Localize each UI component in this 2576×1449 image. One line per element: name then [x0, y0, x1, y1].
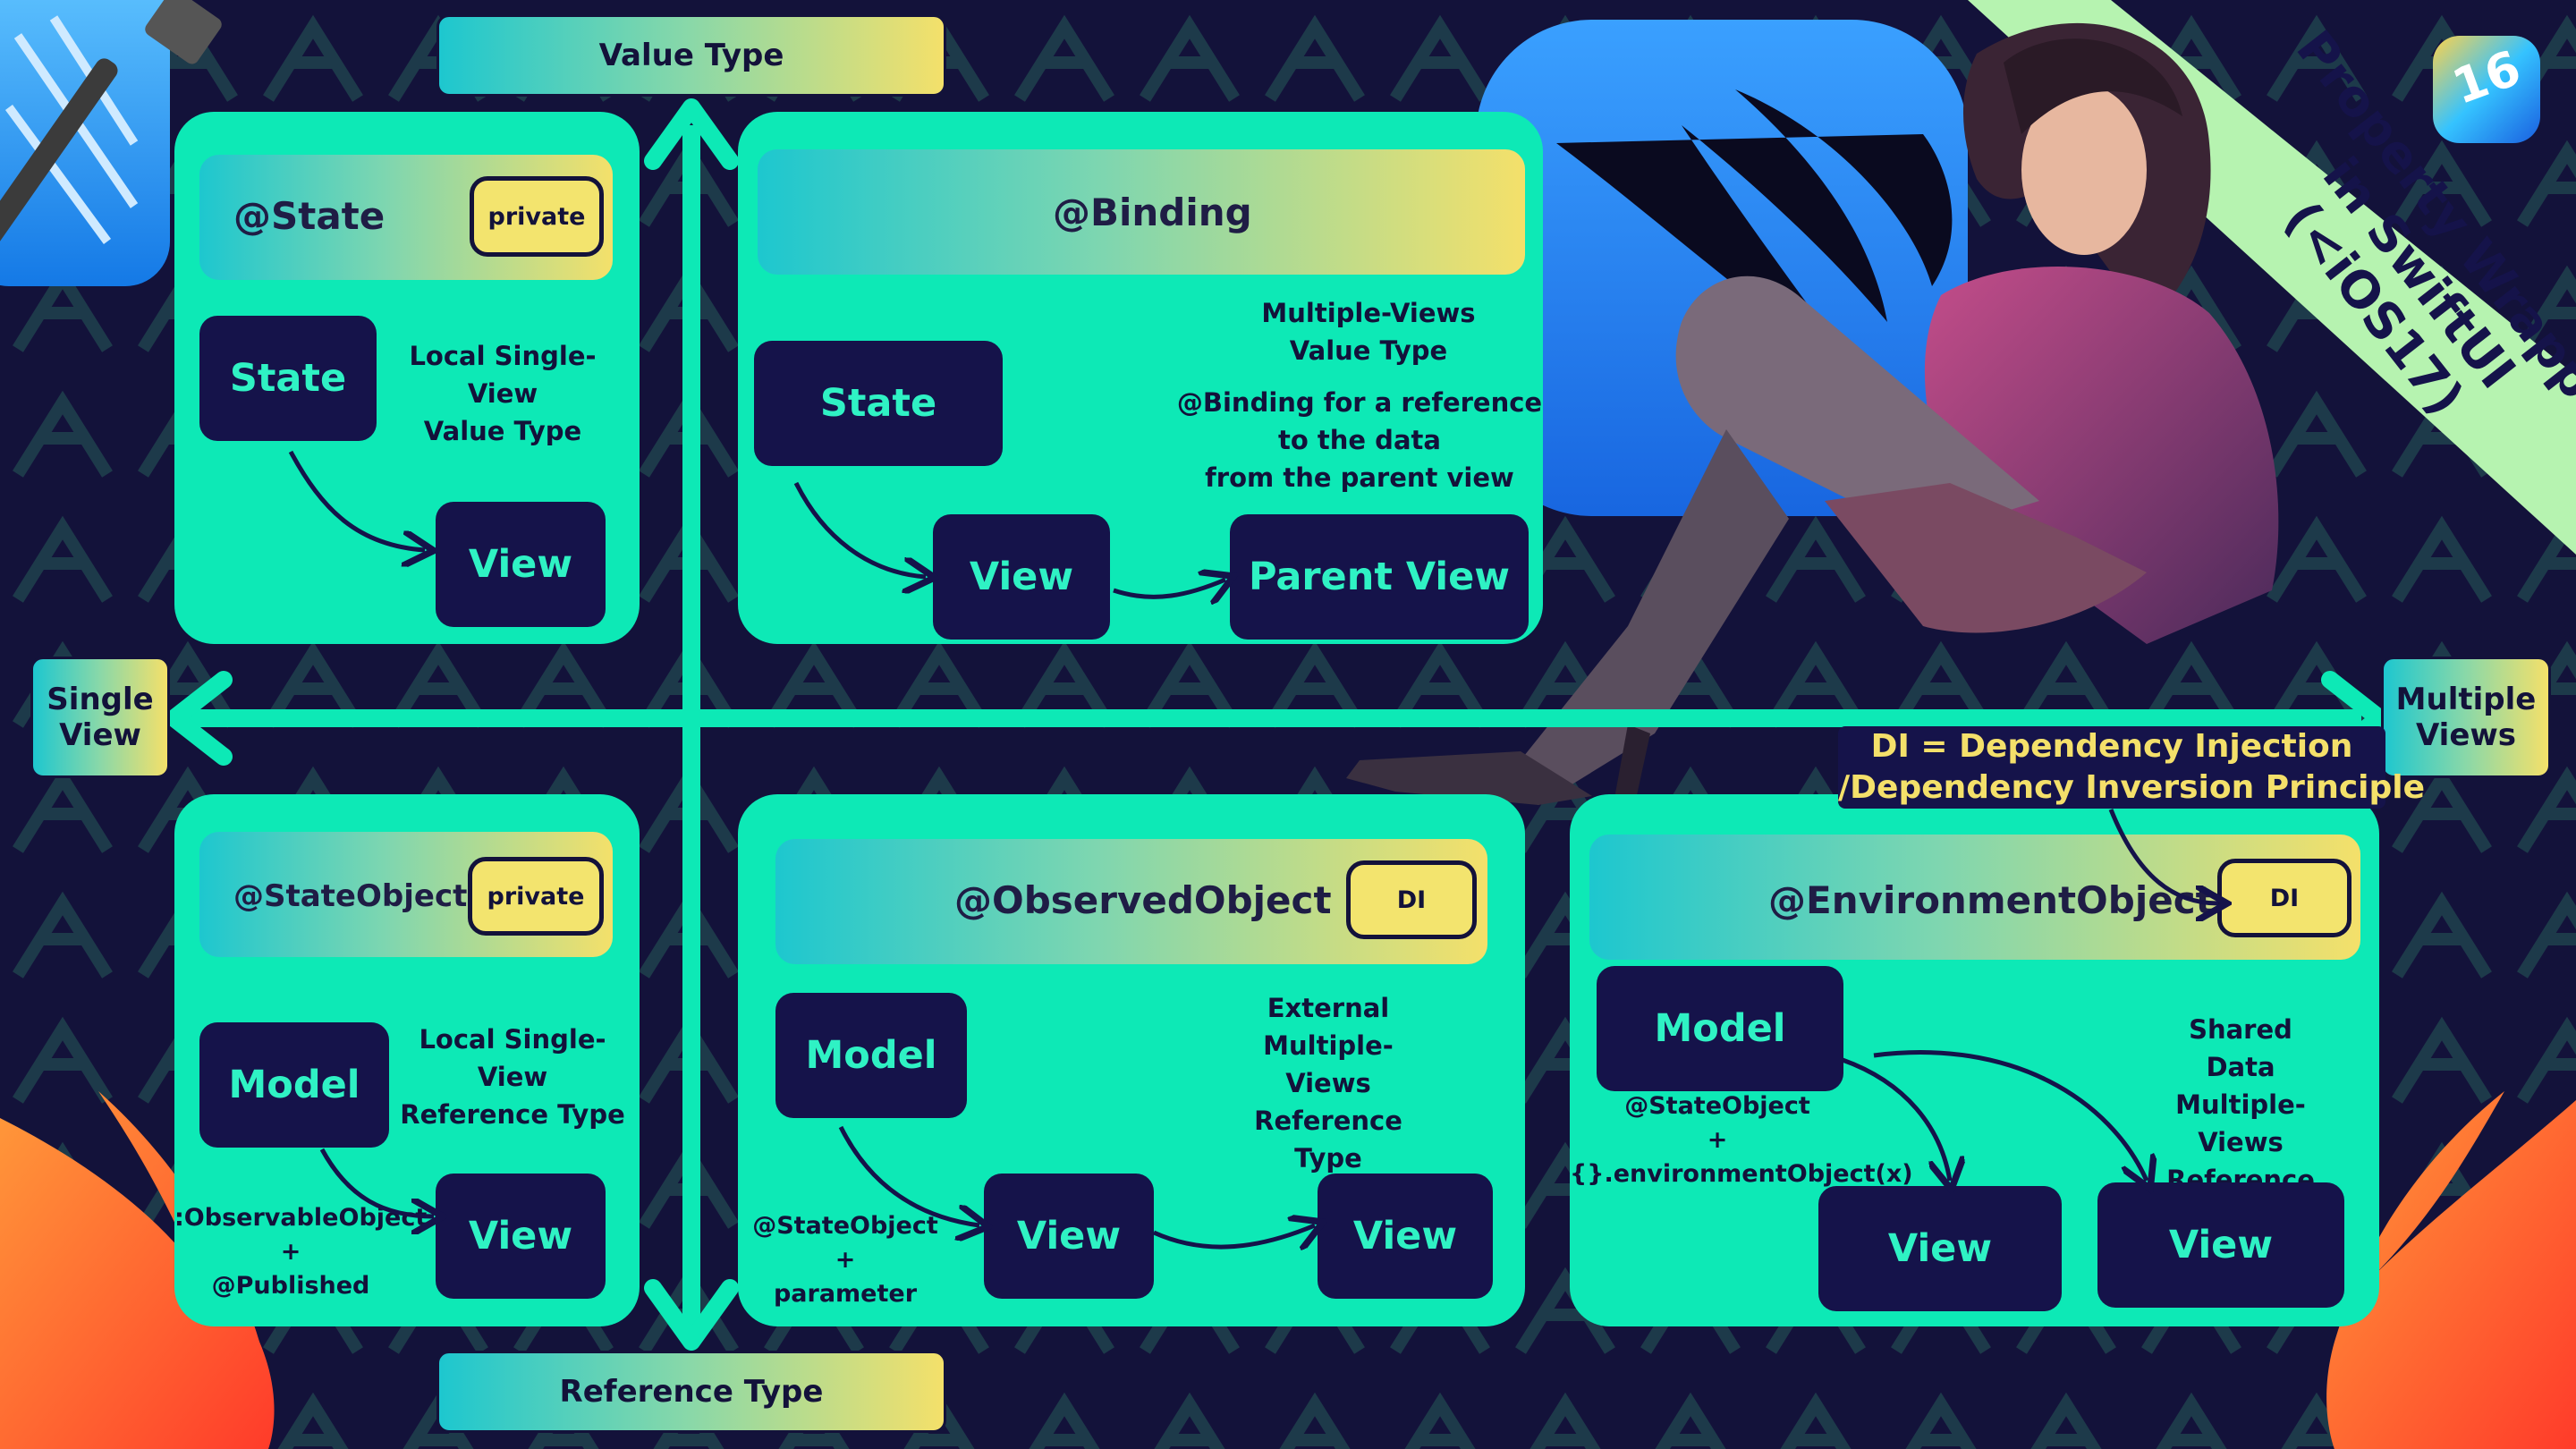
view-node: View: [436, 1174, 606, 1299]
panel-note-1: Multiple-Views Value Type: [1261, 298, 1476, 366]
model-node: Model: [775, 993, 967, 1118]
xcode-icon: [0, 0, 222, 300]
axes: [165, 98, 2388, 1351]
axis-label-reference-type: Reference Type: [436, 1351, 946, 1433]
panel-observed-object: @ObservedObject DI Model External Multip…: [738, 794, 1525, 1326]
panel-header: [758, 149, 1525, 275]
panel-environment-object: @EnvironmentObject DI Model Shared Data …: [1570, 794, 2379, 1326]
parent-view-node: Parent View: [1230, 514, 1529, 640]
di-note-line-2: /Dependency Inversion Principle: [1838, 769, 2426, 806]
model-node: Model: [199, 1022, 389, 1148]
panel-title: @ObservedObject: [954, 878, 1332, 922]
panel-note: Local Single-View Value Type: [409, 341, 597, 446]
panel-title: @Binding: [1053, 191, 1252, 234]
state-node: State: [199, 316, 377, 441]
axis-label-value-type: Value Type: [436, 14, 946, 97]
di-badge: DI: [1346, 860, 1477, 939]
axis-label-single-view: Single View: [30, 657, 170, 778]
panel-title: @StateObject: [233, 878, 468, 914]
panel-title: @EnvironmentObject: [1768, 878, 2214, 922]
private-badge: private: [470, 176, 604, 257]
view-node: View: [2097, 1182, 2344, 1308]
view-node: View: [933, 514, 1110, 640]
panel-state-object: @StateObject private Model Local Single-…: [174, 794, 640, 1326]
di-definition-note: DI = Dependency Injection /Dependency In…: [1838, 726, 2426, 809]
view-node: View: [1318, 1174, 1493, 1299]
axis-label-multiple-views: Multiple Views: [2381, 657, 2551, 778]
state-node: State: [754, 341, 1003, 466]
view-node: View: [1818, 1186, 2062, 1311]
swift-bird-icon: [0, 1091, 2576, 1449]
arrow-label: @StateObject + {}.environmentObject(x): [1570, 1092, 1913, 1188]
panel-note-2: @Binding for a reference to the data fro…: [1176, 387, 1543, 493]
arrow-label: @StateObject + parameter: [752, 1212, 938, 1308]
ios-16-badge-icon: [2433, 36, 2540, 143]
view-node: View: [436, 502, 606, 627]
arrow-label: :ObservableObject + @Published: [174, 1204, 428, 1300]
panel-note: External Multiple-Views Reference Type: [1254, 993, 1402, 1174]
model-node: Model: [1597, 966, 1843, 1091]
panel-note: Local Single-View Reference Type: [400, 1024, 625, 1130]
panel-binding: @Binding State Multiple-Views Value Type…: [738, 112, 1543, 644]
illustration-woman: [1346, 22, 2279, 836]
view-node: View: [984, 1174, 1154, 1299]
di-note-line-1: DI = Dependency Injection: [1870, 728, 2353, 765]
private-badge: private: [468, 857, 604, 936]
di-badge: DI: [2217, 859, 2351, 937]
panel-title: @State: [233, 194, 386, 238]
panel-state: @State private State Local Single-View V…: [174, 112, 640, 644]
